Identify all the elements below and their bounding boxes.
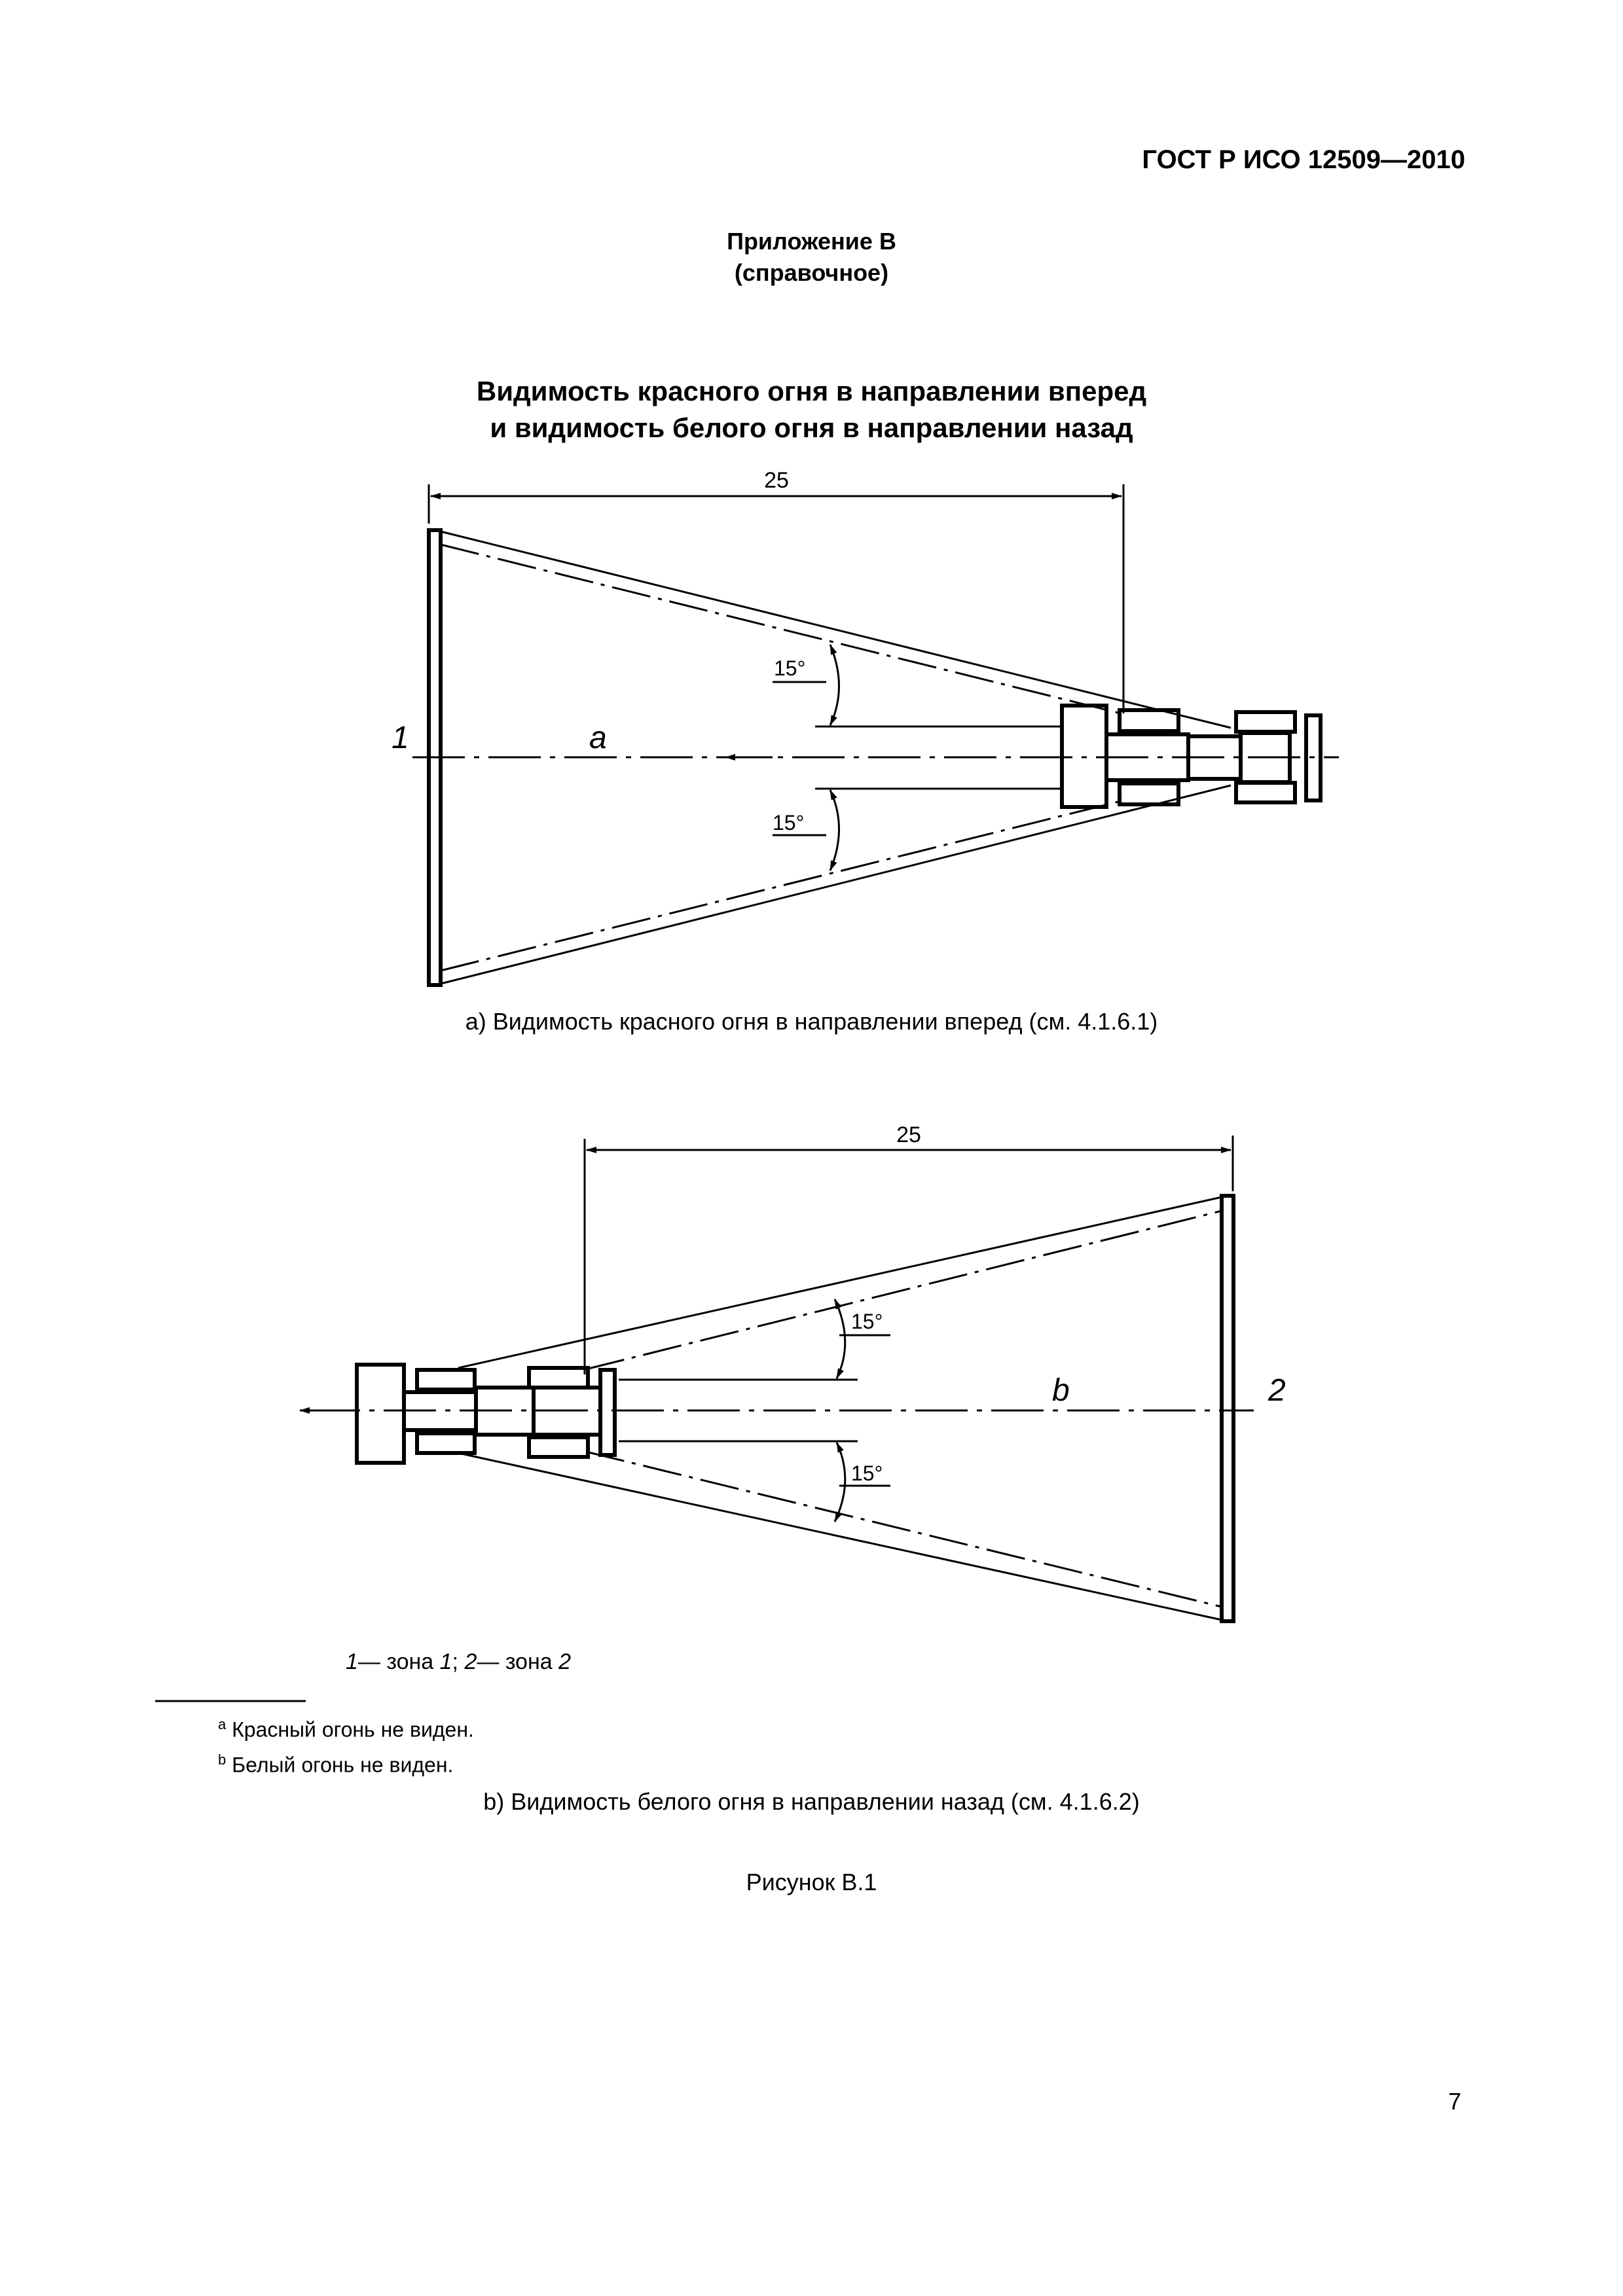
legend: 1— зона 1; 2— зона 2 (346, 1649, 571, 1675)
footnote-text-b: Белый огонь не виден. (232, 1753, 454, 1777)
angle-label-a-lower: 15° (773, 811, 804, 834)
front-wheel-lower (1118, 781, 1180, 806)
figure-b (299, 1136, 1254, 1623)
section-title-line-2: и видимость белого огня в направлении на… (490, 412, 1133, 443)
footnote-text-a: Красный огонь не виден. (232, 1717, 474, 1742)
marker-b: b (1052, 1373, 1070, 1408)
cone-edge-upper-b (458, 1196, 1222, 1369)
angle-arc-upper-b (833, 1299, 847, 1379)
zone-screen-b (1220, 1194, 1235, 1623)
footnotes: a Красный огонь не виден. b Белый огонь … (218, 1710, 474, 1780)
tractor-b (355, 1363, 617, 1465)
annex-title: Приложение В (727, 228, 896, 255)
legend-zone-1-text: — зона (357, 1649, 440, 1674)
figure-a (412, 484, 1339, 987)
dimension-label-b: 25 (896, 1122, 921, 1147)
rear-hitch-b (598, 1368, 617, 1457)
caption-b: b) Видимость белого огня в направлении н… (483, 1788, 1140, 1815)
legend-zone-1-num: 1 (439, 1649, 452, 1674)
front-wheel-lower-b (415, 1431, 477, 1455)
annex-heading: Приложение В (справочное) (0, 226, 1623, 289)
zone-label-1: 1 (392, 721, 409, 755)
angle-arc-lower (829, 789, 840, 871)
page-number: 7 (1448, 2088, 1461, 2115)
limit-line-upper-b (585, 1210, 1222, 1371)
limit-line-lower-b (585, 1450, 1222, 1608)
rear-wheel-lower-b (527, 1435, 590, 1459)
rear-wheel-upper (1234, 710, 1297, 734)
legend-zone-2-num: 2 (558, 1649, 571, 1674)
cab (1239, 731, 1292, 784)
marker-a: a (589, 721, 607, 755)
cone-edge-lower (440, 784, 1231, 985)
footnote-a: a Красный огонь не виден. (218, 1710, 474, 1745)
caption-a: а) Видимость красного огня в направлении… (465, 1008, 1158, 1035)
front-implement-b (355, 1363, 406, 1465)
zone-label-2: 2 (1267, 1373, 1286, 1408)
front-wheel-upper (1118, 708, 1180, 733)
angle-arc-lower-b (833, 1442, 847, 1522)
limit-line-upper (440, 543, 1127, 716)
rear-wheel-lower (1234, 781, 1297, 804)
rear-wheel-upper-b (527, 1366, 590, 1390)
angle-label-b-lower: 15° (851, 1462, 883, 1485)
dimension-label-a: 25 (764, 468, 789, 493)
angle-label-a-upper: 15° (774, 656, 805, 680)
standard-designation: ГОСТ Р ИСО 12509—2010 (1142, 145, 1465, 174)
footnote-mark-a: a (218, 1716, 227, 1732)
tractor-a (1060, 704, 1322, 809)
legend-zone-2-text: — зона (477, 1649, 559, 1674)
legend-num-2: 2 (464, 1649, 477, 1674)
legend-num-1: 1 (346, 1649, 358, 1674)
cone-edge-lower-b (458, 1452, 1222, 1621)
angle-label-b-upper: 15° (851, 1310, 883, 1333)
cone-edge-upper (440, 530, 1231, 729)
section-title-line-1: Видимость красного огня в направлении вп… (476, 376, 1147, 406)
figure-title: Рисунок В.1 (746, 1869, 877, 1895)
annex-status: (справочное) (734, 259, 889, 286)
front-wheel-upper-b (415, 1368, 477, 1391)
rear-hitch (1304, 713, 1322, 802)
legend-separator: ; (452, 1649, 465, 1674)
section-title: Видимость красного огня в направлении вп… (0, 373, 1623, 446)
footnote-mark-b: b (218, 1751, 227, 1768)
footnote-b: b Белый огонь не виден. (218, 1745, 474, 1780)
angle-arc-upper (829, 644, 840, 726)
